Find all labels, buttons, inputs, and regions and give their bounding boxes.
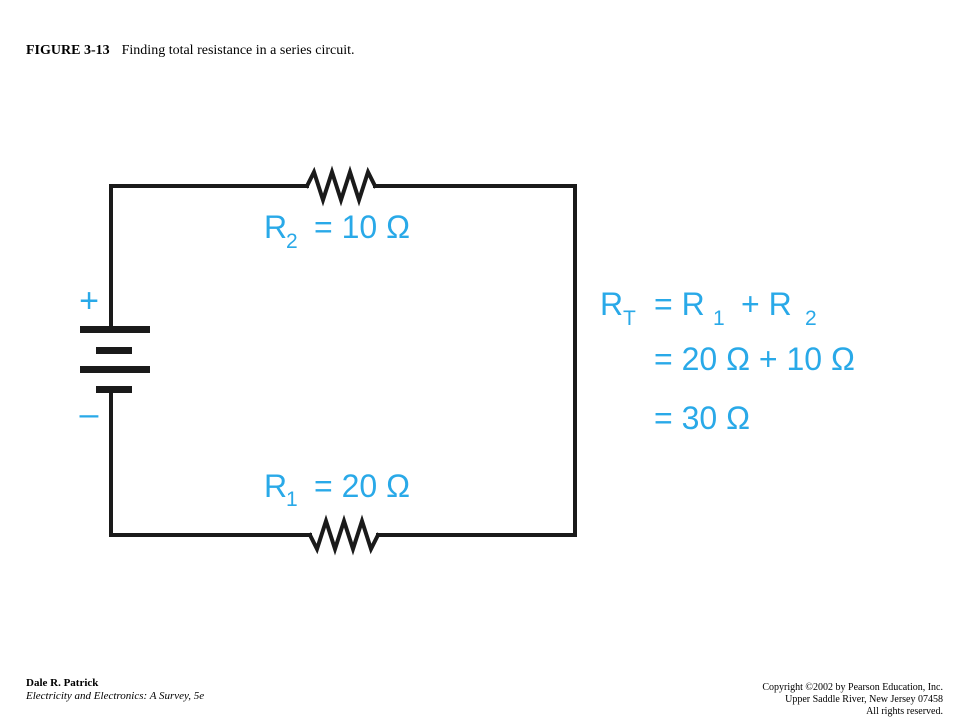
footer-copyright-block: Copyright ©2002 by Pearson Education, In… bbox=[762, 682, 943, 718]
footer-address-line: Upper Saddle River, New Jersey 07458 bbox=[785, 694, 943, 705]
battery-minus-label: – bbox=[80, 395, 99, 433]
equation-line-3: = 30 Ω bbox=[654, 400, 750, 436]
footer-author-block: Dale R. Patrick Electricity and Electron… bbox=[26, 677, 204, 703]
equation-line-2: = 20 Ω + 10 Ω bbox=[654, 341, 855, 377]
r2-resistor bbox=[304, 165, 378, 207]
battery-plus-label: + bbox=[79, 282, 99, 320]
figure-number: FIGURE 3-13 bbox=[26, 43, 110, 58]
battery bbox=[80, 326, 150, 393]
battery-plate bbox=[80, 366, 150, 373]
rt-symbol: R bbox=[600, 286, 623, 322]
r2-symbol: R bbox=[264, 209, 287, 245]
r1-symbol: R bbox=[264, 468, 287, 504]
rt-subscript: T bbox=[623, 307, 636, 330]
eq1-r1-subscript: 1 bbox=[713, 307, 725, 330]
footer-copyright-line: Copyright ©2002 by Pearson Education, In… bbox=[762, 682, 943, 693]
battery-plate bbox=[96, 386, 132, 393]
r1-subscript: 1 bbox=[286, 488, 298, 511]
eq1-r2-subscript: 2 bbox=[805, 307, 817, 330]
footer-rights-line: All rights reserved. bbox=[866, 706, 943, 717]
figure-caption: FIGURE 3-13 Finding total resistance in a… bbox=[26, 43, 355, 59]
battery-plate bbox=[96, 347, 132, 354]
eq1-r1: = R bbox=[654, 286, 705, 322]
r1-resistor bbox=[307, 514, 381, 556]
r1-value: = 20 Ω bbox=[314, 468, 410, 504]
footer-book-title: Electricity and Electronics: A Survey, 5… bbox=[26, 690, 205, 702]
r2-subscript: 2 bbox=[286, 230, 298, 253]
footer-author: Dale R. Patrick bbox=[26, 677, 99, 689]
eq1-r2: + R bbox=[741, 286, 792, 322]
r2-value: = 10 Ω bbox=[314, 209, 410, 245]
figure-title: Finding total resistance in a series cir… bbox=[121, 43, 355, 58]
battery-plate bbox=[80, 326, 150, 333]
